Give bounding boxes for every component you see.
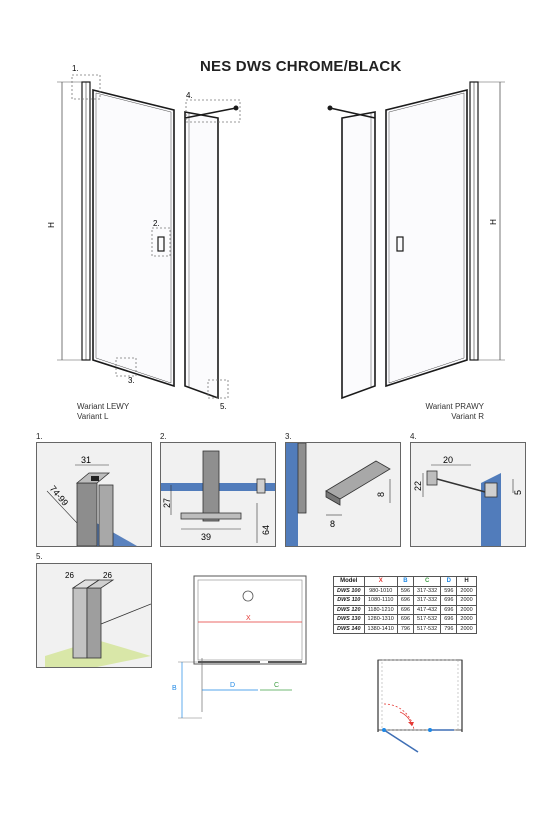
detail-4-dim-left: 22: [413, 481, 423, 491]
col-b: B: [396, 576, 415, 587]
models-table: Model X B C D H DWS 100 980-1010 596 317…: [333, 576, 477, 634]
table-row: DWS 110 1080-1110 696 317-332 696 2000: [333, 595, 477, 606]
detail-1-dim-top: 31: [81, 455, 91, 465]
detail-2-box: 27 39 64: [160, 442, 276, 547]
detail-4-box: 20 22 5: [410, 442, 526, 547]
main-elevation-drawing: H H 1. 2. 3. 4. 5.: [47, 64, 505, 411]
detail-1-label: 1.: [36, 432, 43, 441]
h-dimension-right: H: [489, 219, 498, 225]
detail-3-box: 8 8: [285, 442, 401, 547]
detail-4-label: 4.: [410, 432, 417, 441]
plan-c-label: C: [274, 682, 279, 689]
col-x: X: [363, 576, 398, 587]
door-swing-diagram: [377, 659, 463, 753]
variant-left-label: Wariant LEWY Variant L: [77, 402, 130, 421]
detail-2-dim-bottom: 39: [201, 532, 211, 542]
detail-5-dim-b: 26: [103, 571, 112, 580]
callout-1: 1.: [72, 64, 79, 73]
plan-b-label: B: [172, 685, 177, 692]
detail-2-dim-left: 27: [162, 498, 172, 508]
detail-5-box: 26 26: [36, 563, 152, 668]
plan-d-label: D: [230, 682, 235, 689]
callout-4: 4.: [186, 91, 193, 100]
detail-5-dim-a: 26: [65, 571, 74, 580]
table-row: DWS 130 1280-1310 696 517-532 696 2000: [333, 614, 477, 625]
detail-3-dim-bottom: 8: [330, 519, 335, 529]
plan-view-drawing: X D C B: [172, 575, 307, 719]
h-dimension-left: H: [47, 222, 56, 228]
variant-right-label: Wariant PRAWY Variant R: [425, 402, 484, 421]
callout-5: 5.: [220, 402, 227, 411]
table-row: DWS 100 980-1010 596 317-332 596 2000: [333, 585, 477, 596]
plan-x-label: X: [246, 615, 251, 622]
callout-3: 3.: [128, 376, 135, 385]
right-variant-drawing: [327, 81, 505, 400]
detail-5-label: 5.: [36, 552, 43, 561]
detail-4-dim-top: 20: [443, 455, 453, 465]
detail-2-dim-right: 64: [261, 525, 271, 535]
table-row: DWS 120 1180-1210 696 417-432 696 2000: [333, 604, 477, 615]
detail-4-dim-right: 5: [513, 490, 523, 495]
detail-3-label: 3.: [285, 432, 292, 441]
table-row: DWS 140 1380-1410 796 517-532 796 2000: [333, 623, 477, 634]
table-header-row: Model X B C D H: [333, 576, 477, 587]
detail-1-box: 31 74-99: [36, 442, 152, 547]
col-h: H: [456, 576, 477, 587]
callout-2: 2.: [153, 219, 160, 228]
left-variant-drawing: [57, 74, 241, 400]
page-title: NES DWS CHROME/BLACK: [200, 58, 402, 75]
col-c: C: [413, 576, 442, 587]
col-d: D: [440, 576, 458, 587]
detail-3-dim-right: 8: [376, 492, 386, 497]
detail-2-label: 2.: [160, 432, 167, 441]
col-model: Model: [333, 576, 365, 587]
